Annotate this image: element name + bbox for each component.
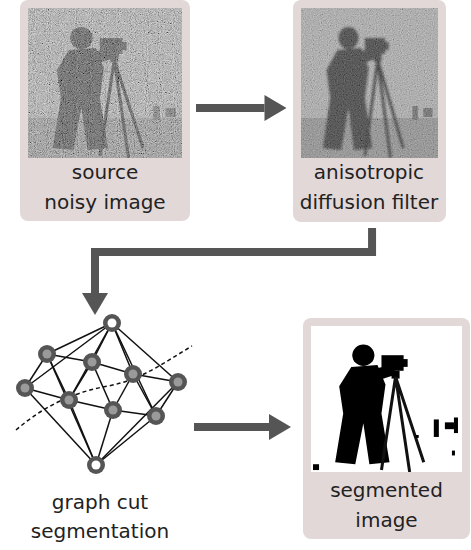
node-label: graph cut segmentation <box>30 488 170 546</box>
image-box: anisotropic diffusion filter <box>293 0 446 222</box>
node-label: anisotropic diffusion filter <box>299 157 440 217</box>
node-label: segmented image <box>329 475 444 535</box>
graph-edges <box>25 323 178 465</box>
arrow-shaft <box>194 423 269 431</box>
flow-arrow <box>196 95 287 121</box>
image-box: segmented image <box>303 318 470 539</box>
arrow-shaft <box>196 104 265 112</box>
arrow-shaft <box>95 228 372 293</box>
segmented-photo <box>311 326 462 472</box>
arrow-head <box>269 414 291 440</box>
graph-vertices <box>16 314 187 474</box>
cut-curve <box>16 346 192 430</box>
arrow-head <box>265 95 287 121</box>
flow-arrow <box>194 414 291 440</box>
arrow-head <box>82 293 108 315</box>
node-label: source noisy image <box>43 157 167 217</box>
image-box: source noisy image <box>20 0 190 221</box>
flow-arrow <box>82 228 372 315</box>
noisy-photo <box>28 8 182 158</box>
graph-node: graph cut segmentation <box>8 316 192 550</box>
filtered-photo <box>301 8 438 158</box>
